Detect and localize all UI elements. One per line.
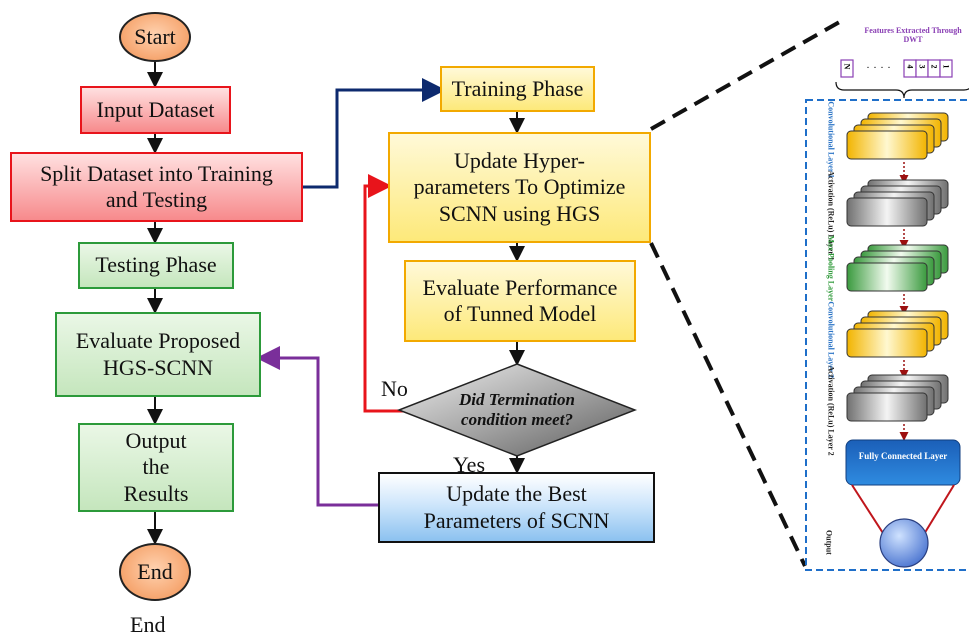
update-hyperparameters-box: Update Hyper-parameters To Optimize SCNN… [388, 132, 651, 243]
feature-ellipsis: . . . . [866, 60, 892, 71]
feature-cell-1 [939, 59, 953, 78]
end-node: End [119, 543, 191, 601]
conv1-label: Convolutional Layer 1 [826, 101, 836, 179]
end-caption: End [130, 612, 166, 637]
fc-label: Fully Connected Layer [858, 451, 948, 461]
maxpool-label: Max Pooling Layer [826, 235, 836, 302]
act1-label: Activation (ReLu) Layer 1 [826, 170, 836, 261]
no-label: No [381, 376, 408, 401]
arrow-no-loop [363, 174, 432, 413]
act1-stack [846, 179, 949, 227]
maxpool-stack [846, 244, 949, 292]
act2-stack [846, 374, 949, 422]
feature-cell-n [840, 59, 854, 78]
conv1-stack [846, 112, 949, 160]
evaluate-performance-box: Evaluate Performance of Tunned Model [404, 260, 636, 342]
zoom-line-top [650, 18, 844, 131]
feature-brace [835, 81, 969, 99]
network-panel-border [805, 99, 969, 571]
start-node: Start [119, 12, 191, 62]
feature-cell-1-label: 1 [941, 64, 951, 69]
feature-cell-n-label: N [842, 63, 852, 70]
split-dataset-box: Split Dataset into Training and Testing [10, 152, 303, 222]
feature-vector [840, 59, 953, 78]
decision-diamond [396, 363, 638, 457]
evaluate-proposed-box: Evaluate Proposed HGS-SCNN [55, 312, 261, 397]
decision-text: Did Termination condition meet? [458, 390, 576, 429]
training-phase-box: Training Phase [440, 66, 595, 112]
arrow-split-to-training [303, 78, 446, 189]
testing-phase-box: Testing Phase [78, 242, 234, 289]
feature-cell-3-label: 3 [917, 64, 927, 69]
arrow-best-to-evaluate-proposed [256, 346, 378, 507]
output-node-circle [879, 518, 929, 568]
input-dataset-box: Input Dataset [80, 86, 231, 134]
act2-label: Activation (ReLu) Layer 2 [826, 365, 836, 456]
feature-cell-2-label: 2 [929, 64, 939, 69]
zoom-line-bottom [649, 242, 807, 567]
output-results-box: Output the Results [78, 423, 234, 512]
feature-cell-4-label: 4 [905, 64, 915, 69]
conv2-stack [846, 310, 949, 358]
output-label: Output [824, 529, 834, 555]
fully-connected-block [845, 439, 961, 486]
update-best-params-box: Update the Best Parameters of SCNN [378, 472, 655, 543]
conv2-label: Convolutional Layer 2 [826, 301, 836, 379]
features-title: Features Extracted Through DWT [864, 26, 962, 45]
